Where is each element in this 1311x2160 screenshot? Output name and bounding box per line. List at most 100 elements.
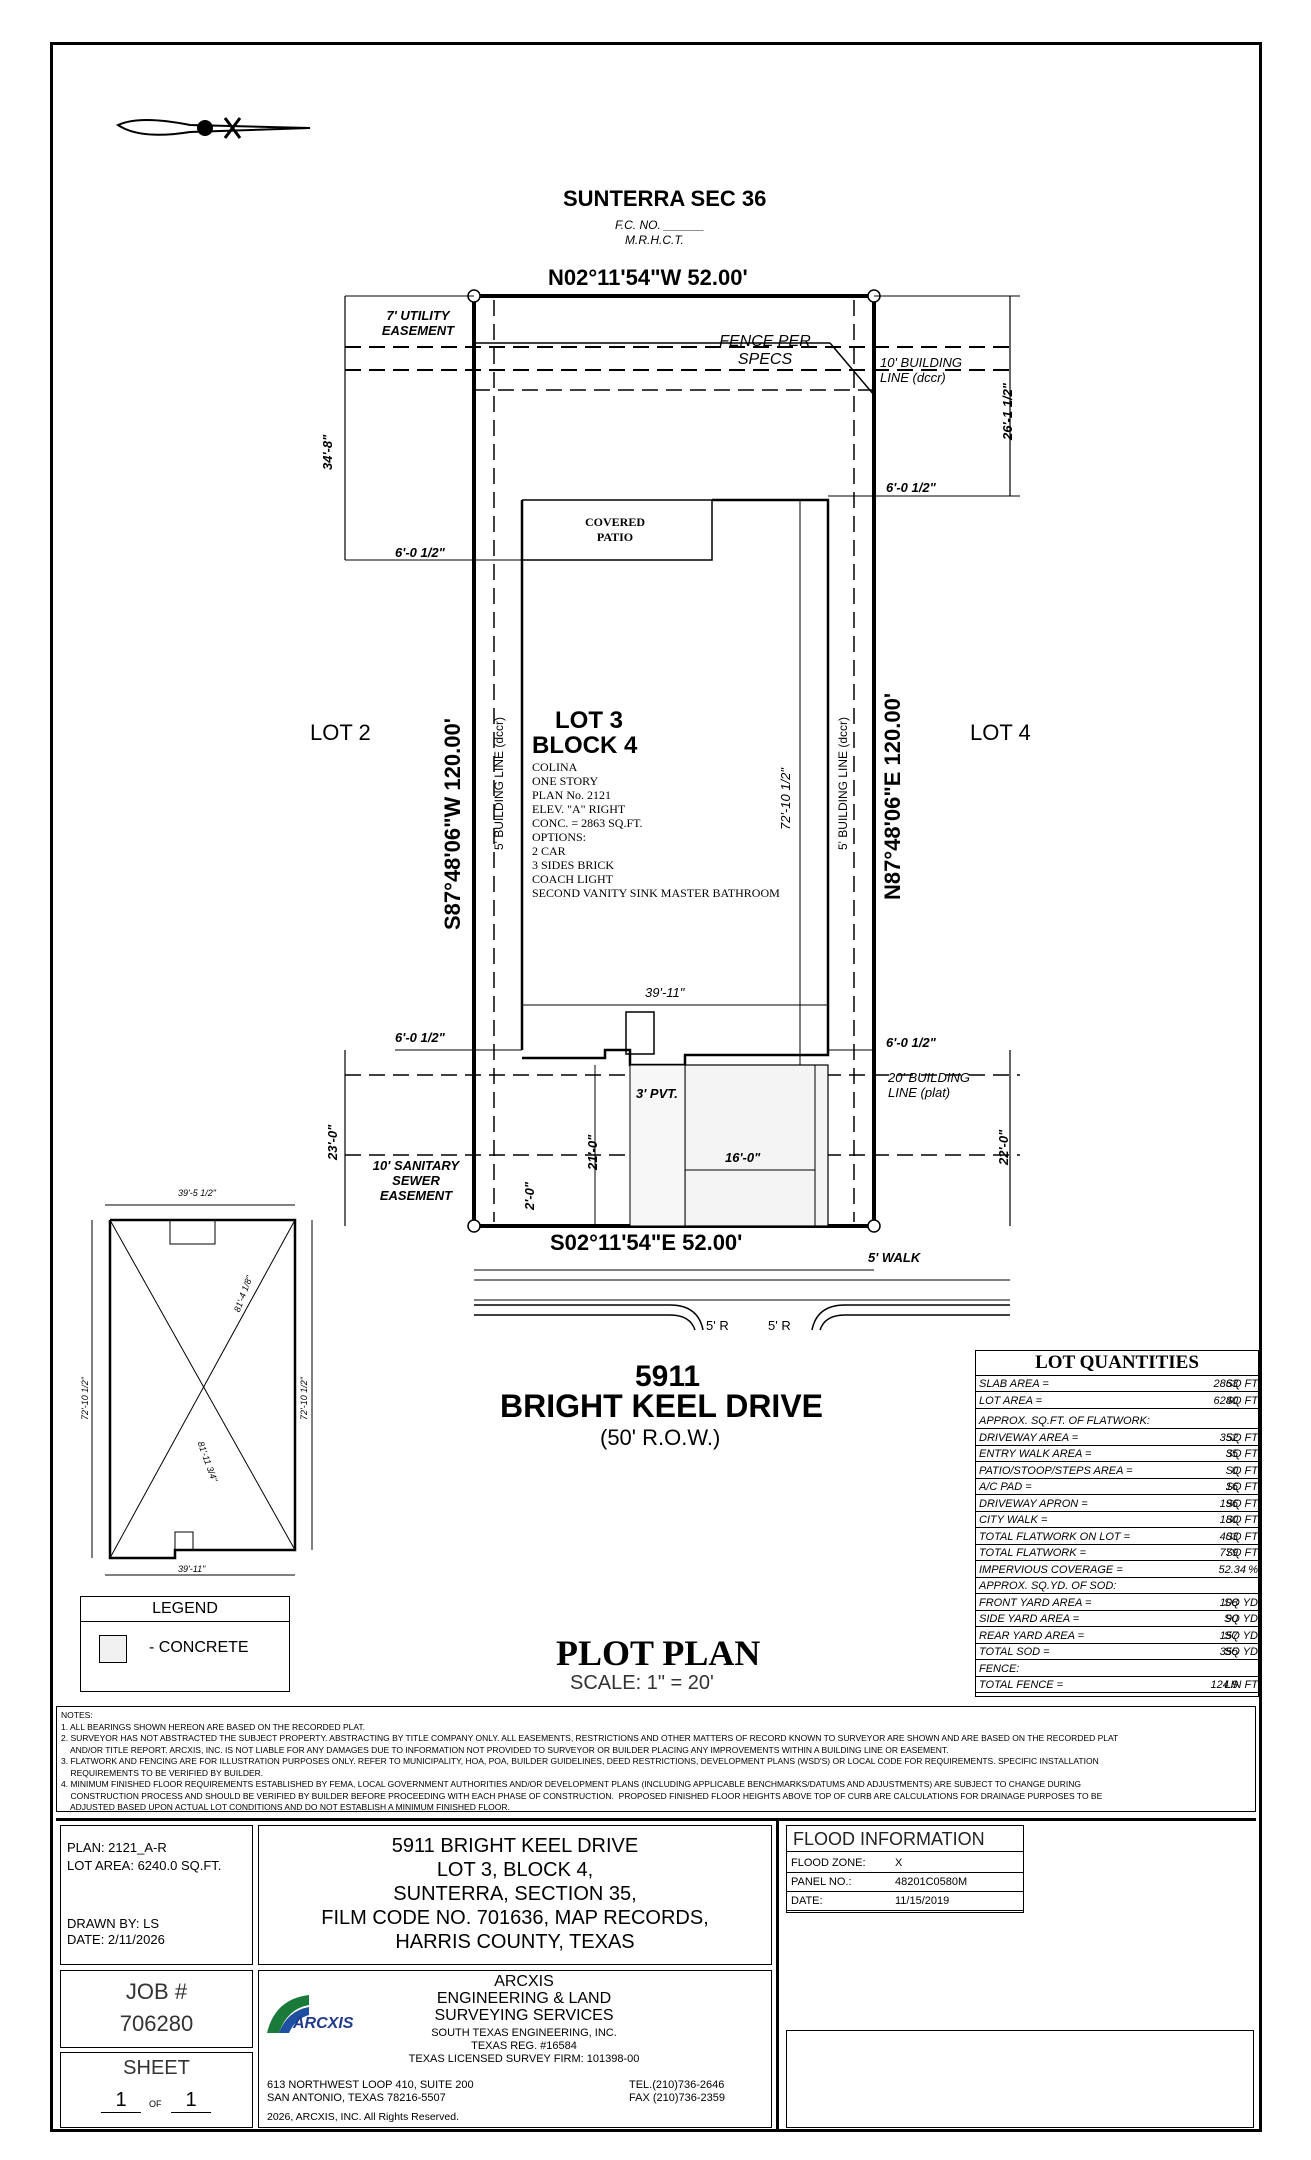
tel-line: TEL.(210)736-2646	[629, 2079, 725, 2091]
quantity-label: REAR YARD AREA =	[979, 1629, 1085, 1642]
north-arrow-icon	[115, 117, 311, 139]
flood-value: 11/15/2019	[895, 1895, 950, 1907]
bearing-east: N87°48'06"E 120.00'	[880, 692, 905, 900]
logo-text: ARCXIS	[293, 2015, 354, 2032]
quantity-label: APPROX. SQ.FT. OF FLATWORK:	[979, 1415, 1150, 1427]
lot-quantity-row: IMPERVIOUS COVERAGE = 52.34%	[976, 1563, 1260, 1578]
flood-row: DATE: 11/15/2019	[787, 1892, 1023, 1911]
utility-easement-label: 7' UTILITY EASEMENT	[381, 308, 455, 338]
sheet-number: 1	[101, 2089, 141, 2113]
quantity-unit: SQ FT	[1225, 1464, 1258, 1477]
quantity-unit: SQ FT	[1225, 1547, 1258, 1559]
lot-detail: CONC. = 2863 SQ.FT.	[532, 816, 643, 830]
project-description-box: 5911 BRIGHT KEEL DRIVE LOT 3, BLOCK 4, S…	[258, 1825, 772, 1965]
desc-line: SUNTERRA, SECTION 35,	[393, 1883, 637, 1905]
quantity-label: IMPERVIOUS COVERAGE =	[979, 1563, 1123, 1576]
radius-left: 5' R	[706, 1318, 729, 1333]
lot-detail: COLINA	[532, 760, 578, 774]
dim-23: 23'-0"	[325, 1124, 340, 1160]
concrete-swatch-icon	[99, 1635, 127, 1663]
dim-21: 21'-0"	[585, 1134, 600, 1170]
flood-row: PANEL NO.:48201C0580M	[787, 1873, 1023, 1892]
title-block-divider	[776, 1818, 779, 2132]
fc-no: F.C. NO. ______	[615, 218, 705, 232]
side-building-line-right: 5' BUILDING LINE (dccr)	[836, 717, 850, 850]
fax-line: FAX (210)736-2359	[629, 2092, 726, 2104]
setback-rear-right: 6'-0 1/2"	[886, 480, 936, 495]
dim-16: 16'-0"	[725, 1150, 761, 1165]
company-line: TEXAS LICENSED SURVEY FIRM: 101398-00	[408, 2053, 640, 2065]
quantity-value: 16	[1225, 1481, 1238, 1493]
company-address: 613 NORTHWEST LOOP 410, SUITE 200 SAN AN…	[267, 2079, 474, 2105]
sheet-total: 1	[171, 2089, 211, 2113]
quantity-value: 2863	[1213, 1378, 1238, 1390]
pvt-label: 3' PVT.	[636, 1086, 678, 1101]
sewer-easement-label: 10' SANITARY SEWER EASEMENT	[372, 1158, 460, 1203]
front-building-line: 20' BUILDING LINE (plat)	[888, 1070, 970, 1100]
quantity-label: PATIO/STOOP/STEPS AREA =	[979, 1464, 1133, 1477]
lot-title: LOT 3	[555, 707, 624, 734]
date-label: DATE: 2/11/2026	[67, 1932, 165, 1947]
lot-quantities-title: LOT QUANTITIES	[976, 1351, 1258, 1376]
quantity-value: 52.34	[1218, 1563, 1246, 1576]
quantity-value: 157	[1219, 1629, 1238, 1642]
quantity-unit: SQ FT	[1225, 1514, 1258, 1526]
covered-patio-label: COVERED PATIO	[584, 515, 645, 544]
address-row: (50' R.O.W.)	[600, 1425, 721, 1450]
flood-label: PANEL NO.:	[791, 1876, 852, 1888]
walk-label: 5' WALK	[868, 1250, 921, 1265]
quantity-value: 403	[1219, 1530, 1238, 1543]
legend-item: - CONCRETE	[149, 1639, 249, 1656]
depth-dim: 72'-10 1/2"	[778, 767, 793, 830]
note-line: 2. SURVEYOR HAS NOT ABSTRACTED THE SUBJE…	[61, 1733, 1119, 1743]
note-line: 1. ALL BEARINGS SHOWN HEREON ARE BASED O…	[61, 1721, 366, 1732]
sheet-of: OF	[149, 2099, 162, 2109]
quantity-unit: SQ FT	[1225, 1497, 1258, 1510]
drawing-frame	[50, 42, 1262, 2132]
lot-4-label: LOT 4	[970, 720, 1031, 745]
company-line: ENGINEERING & LAND	[436, 1990, 612, 2007]
quantity-unit: SQ FT	[1225, 1431, 1258, 1444]
lot-2-label: LOT 2	[310, 720, 371, 745]
block-title: BLOCK 4	[532, 732, 638, 759]
bearing-south: S02°11'54"E 52.00'	[550, 1230, 743, 1255]
footprint-bottom: 39'-11"	[178, 1564, 206, 1574]
quantity-label: CITY WALK =	[979, 1514, 1048, 1526]
bearing-west: S87°48'06"W 120.00'	[440, 718, 465, 930]
quantity-unit: %	[1248, 1563, 1258, 1576]
note-line: REQUIREMENTS TO BE VERIFIED BY BUILDER.	[61, 1767, 264, 1778]
setback-front-left: 6'-0 1/2"	[395, 1030, 445, 1045]
quantity-value: 108	[1219, 1596, 1238, 1609]
notes-list: NOTES:1. ALL BEARINGS SHOWN HEREON ARE B…	[61, 1710, 1118, 1814]
note-line: CONSTRUCTION PROCESS AND SHOULD BE VERIF…	[61, 1790, 1103, 1801]
lot-quantity-row: APPROX. SQ.FT. OF FLATWORK:	[976, 1414, 1260, 1429]
lot-detail: OPTIONS:	[532, 830, 587, 844]
quantity-value: 180	[1219, 1514, 1238, 1526]
lot-detail: ONE STORY	[532, 774, 599, 788]
address-line: 613 NORTHWEST LOOP 410, SUITE 200	[267, 2079, 474, 2091]
flood-label: DATE:	[791, 1895, 823, 1907]
footprint-left: 72'-10 1/2"	[80, 1377, 90, 1420]
legend-box: LEGEND - CONCRETE	[80, 1596, 290, 1692]
note-line: NOTES:	[61, 1710, 93, 1720]
quantity-value: 352	[1219, 1431, 1238, 1444]
legend-title: LEGEND	[81, 1597, 289, 1622]
quantity-unit: SQ FT	[1225, 1378, 1258, 1390]
lot-detail: PLAN No. 2121	[532, 788, 612, 802]
quantity-label: A/C PAD =	[979, 1481, 1032, 1493]
quantity-value: 779	[1219, 1547, 1238, 1559]
note-line: 3. FLATWORK AND FENCING ARE FOR ILLUSTRA…	[61, 1756, 1099, 1766]
quantity-unit: SQ FT	[1225, 1448, 1258, 1460]
lot-detail: COACH LIGHT	[532, 872, 613, 886]
notes-box: NOTES:1. ALL BEARINGS SHOWN HEREON ARE B…	[56, 1706, 1256, 1812]
setback-rear-left: 6'-0 1/2"	[395, 545, 445, 560]
